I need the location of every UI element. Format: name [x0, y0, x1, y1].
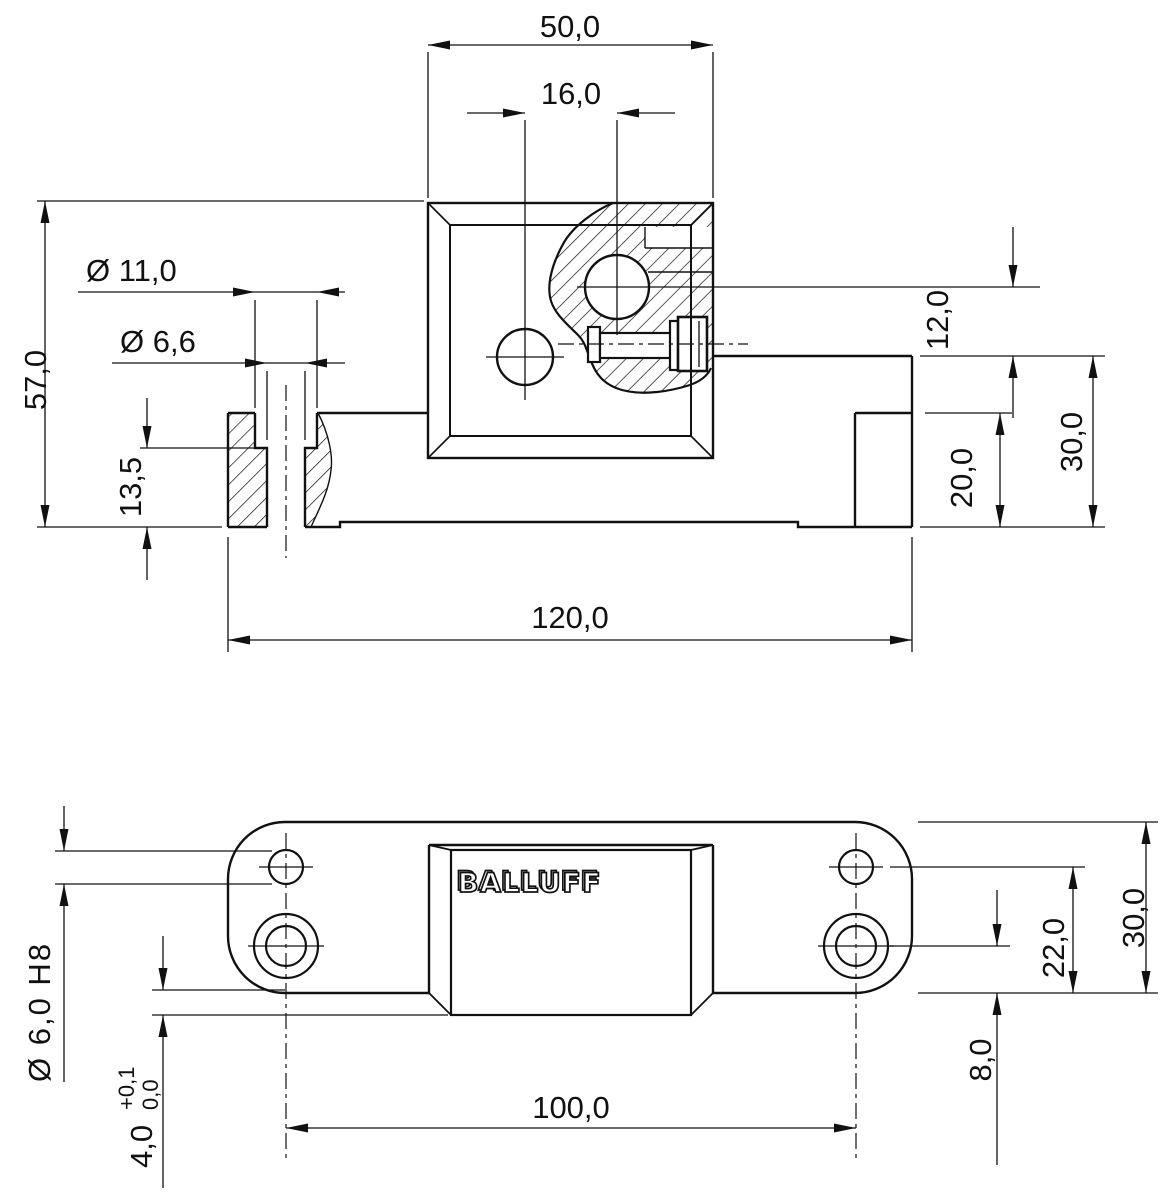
dim-dowel-offset: 22,0	[1036, 918, 1071, 978]
dim-protrusion-tol-lower: 0,0	[138, 1079, 163, 1110]
balluff-logo-front: BALLUFF	[458, 868, 602, 899]
mounting-plate-outline	[226, 820, 914, 995]
front-object-outline	[226, 201, 914, 529]
front-view: 50,0 16,0 Ø 11,0 Ø 6,6 57,0 13,5 12,0 20…	[18, 9, 1105, 652]
break-line	[548, 201, 713, 394]
dim-protrusion-group: 4,0 +0,1 0,0	[114, 1067, 163, 1168]
dim-hole-edge-offset: 8,0	[963, 1038, 998, 1081]
front-center-lines	[285, 343, 748, 558]
bottom-extension-lines	[55, 821, 1158, 1016]
overlap-mask	[430, 986, 712, 1018]
dim-protrusion: 4,0	[124, 1125, 159, 1168]
balluff-logo-back: BALLUFF	[456, 866, 600, 897]
sensor-body	[427, 843, 715, 1017]
dim-dowel-hole: Ø 6,0 H8	[22, 942, 57, 1082]
dim-through-hole-dia: Ø 6,6	[120, 324, 196, 359]
balluff-logo: BALLUFF BALLUFF	[455, 865, 602, 900]
dim-hole-spacing: 100,0	[532, 1090, 610, 1125]
left-block-hatching	[228, 413, 332, 527]
dim-plate-height: 30,0	[1054, 412, 1089, 472]
bottom-center-lines	[285, 833, 857, 1162]
dim-hole-pitch: 16,0	[541, 76, 601, 111]
front-extension-lines	[37, 52, 1105, 652]
dim-total-height: 57,0	[18, 350, 53, 410]
section-wall-band	[644, 227, 713, 249]
dim-remaining-depth: 13,5	[113, 457, 148, 517]
dim-block-width: 50,0	[540, 9, 600, 44]
dim-counterbore-dia: Ø 11,0	[86, 253, 177, 288]
dim-overall-length: 120,0	[531, 600, 609, 635]
bolt-shaft	[598, 331, 680, 360]
dim-plate-width: 30,0	[1116, 888, 1151, 948]
dim-pivot-offset: 12,0	[920, 290, 955, 350]
bottom-view: BALLUFF BALLUFF	[22, 806, 1158, 1188]
bottom-arrowheads	[59, 822, 1151, 1133]
dim-protrusion-tol-upper: +0,1	[114, 1067, 139, 1110]
dim-step-height: 20,0	[944, 448, 979, 508]
